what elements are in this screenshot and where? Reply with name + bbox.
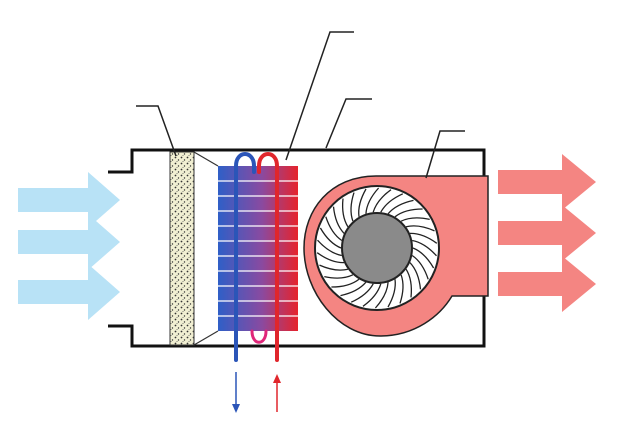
fan-blade (358, 188, 367, 217)
fan-blade (405, 225, 435, 232)
coil-leader-line (285, 31, 354, 161)
outlet-arrow-icon (498, 154, 596, 210)
duct-transition-lines (193, 151, 219, 346)
fan-blade (319, 227, 342, 249)
coil-pipes (234, 152, 279, 362)
return-pipe-arrow-down-icon (232, 372, 240, 413)
fan-blade (365, 187, 380, 214)
fan-blade (362, 283, 382, 307)
fan-blade (316, 252, 345, 264)
fan-blade (331, 278, 360, 288)
fan-hub (341, 212, 413, 284)
fan-blade (350, 192, 355, 222)
fan-blades (316, 187, 438, 309)
casing-leader-line (325, 98, 372, 149)
coil-icon (218, 166, 298, 331)
fan-blade (319, 264, 349, 271)
outlet-arrow-icon (498, 205, 596, 261)
fan-blade (387, 199, 414, 215)
casing (108, 148, 486, 348)
fan-blade (405, 268, 413, 298)
fan-icon (314, 185, 440, 311)
leader-lines (136, 31, 465, 179)
fan-blade (341, 198, 349, 228)
outlet-arrow-icon (498, 256, 596, 312)
fan-blade (412, 239, 437, 257)
fan-blade (387, 279, 396, 308)
fan-blade (317, 239, 342, 257)
inlet-arrow-icon (18, 214, 120, 270)
fan-blade (400, 217, 430, 222)
fan-blade (409, 262, 422, 290)
fan-blade (340, 281, 367, 297)
air-outlet-arrows (498, 154, 596, 312)
fan-blade (372, 189, 392, 213)
fan-blade (411, 254, 429, 280)
fan-blade (332, 206, 345, 234)
fan-blade (324, 274, 354, 279)
filter-leader-line (136, 105, 177, 157)
fan-blade (374, 282, 389, 309)
inlet-arrow-icon (18, 172, 120, 228)
fan-blade (412, 247, 435, 269)
coil-fins (218, 180, 298, 317)
fan-blade (409, 232, 438, 244)
inlet-arrow-icon (18, 264, 120, 320)
fan-blade (325, 216, 343, 242)
fan-leader-line (425, 130, 465, 179)
fan-blade (380, 193, 404, 213)
fan-blade (350, 283, 374, 303)
fan-blade (394, 208, 423, 218)
fan-blade (399, 274, 404, 304)
filter-icon (169, 151, 195, 346)
supply-pipe-arrow-up-icon (273, 374, 281, 412)
air-inlet-arrows (18, 172, 120, 320)
